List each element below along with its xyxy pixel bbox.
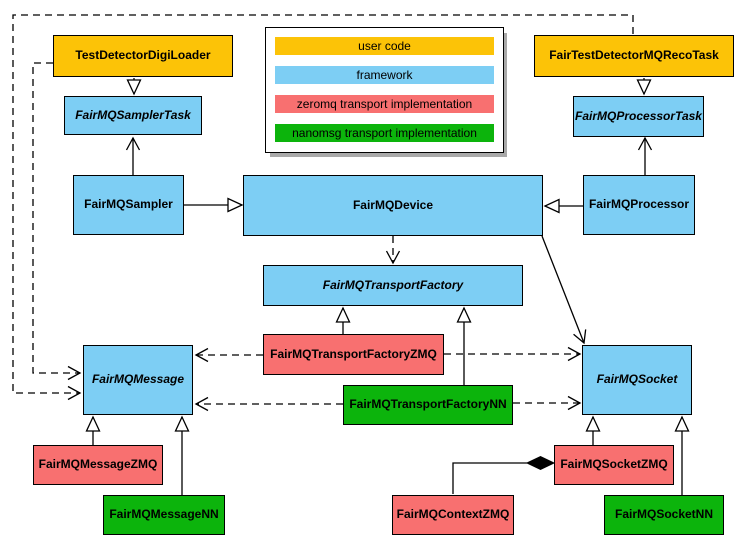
class-box-fairmqsocketnn: FairMQSocketNN <box>604 495 724 535</box>
legend: user code framework zeromq transport imp… <box>265 27 504 153</box>
class-box-fairmqprocessor: FairMQProcessor <box>583 175 695 235</box>
class-box-testdetectordigiloader: TestDetectorDigiLoader <box>53 35 233 77</box>
class-box-fairmqprocessortask: FairMQProcessorTask <box>573 96 704 137</box>
edge-comp-socketzmq-contextzmq <box>452 462 527 494</box>
class-box-fairmqcontextzmq: FairMQContextZMQ <box>392 495 514 535</box>
class-box-fairmqsamplertask: FairMQSamplerTask <box>64 96 202 135</box>
edge-dep-recotask-message <box>12 14 634 401</box>
class-box-fairmqdevice: FairMQDevice <box>243 175 543 236</box>
class-box-fairmqmessagenn: FairMQMessageNN <box>103 495 225 535</box>
class-box-fairmqsocketzmq: FairMQSocketZMQ <box>554 445 674 485</box>
edge-assoc-device-socket <box>541 235 587 345</box>
legend-item-nanomsg: nanomsg transport implementation <box>275 124 494 142</box>
legend-item-user-code: user code <box>275 37 494 55</box>
class-box-fairmqtransportfactory: FairMQTransportFactory <box>263 265 523 306</box>
legend-item-zeromq: zeromq transport implementation <box>275 95 494 113</box>
legend-item-framework: framework <box>275 66 494 84</box>
class-box-fairmqtransportfactorynn: FairMQTransportFactoryNN <box>343 385 513 425</box>
class-box-fairmqmessage: FairMQMessage <box>83 345 193 415</box>
class-box-fairmqmessagezmq: FairMQMessageZMQ <box>33 445 163 485</box>
composition-diamond <box>525 455 556 471</box>
class-box-fairtestdetectormqrecotask: FairTestDetectorMQRecoTask <box>534 35 734 77</box>
edge-dep-digiloader-message <box>32 62 82 381</box>
class-box-fairmqsampler: FairMQSampler <box>73 175 184 235</box>
class-box-fairmqsocket: FairMQSocket <box>582 345 692 415</box>
class-box-fairmqtransportfactoryzmq: FairMQTransportFactoryZMQ <box>263 334 444 375</box>
